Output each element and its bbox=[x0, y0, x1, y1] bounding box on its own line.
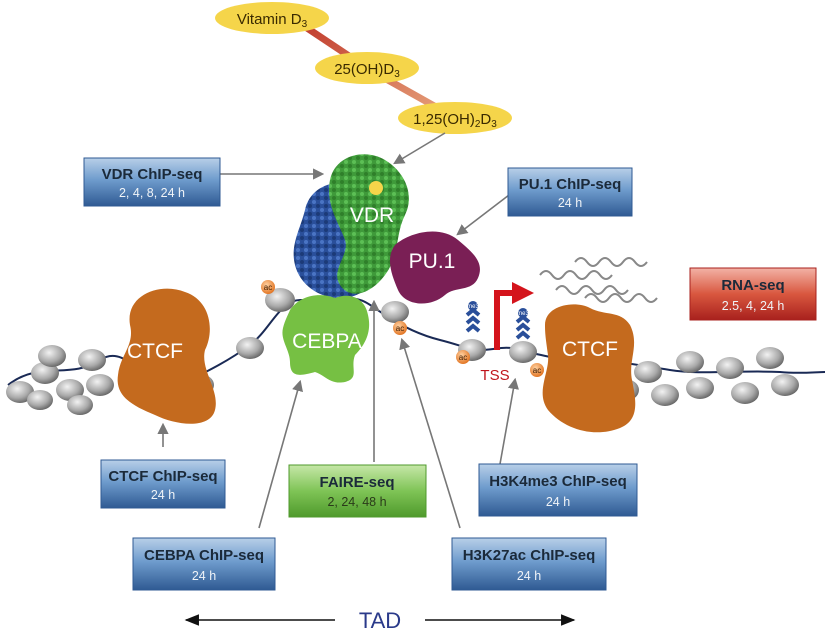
svg-text:1,25(OH)2D3: 1,25(OH)2D3 bbox=[413, 111, 497, 130]
h3k4me3-chip-box: H3K4me3 ChIP-seq 24 h bbox=[478, 463, 638, 517]
vitamin-d3-label: Vitamin D bbox=[237, 11, 302, 28]
ctcf-chip-box: CTCF ChIP-seq 24 h bbox=[100, 459, 226, 509]
faire-seq-timepoints: 2, 24, 48 h bbox=[327, 495, 386, 509]
h3k4me3-chip-timepoints: 24 h bbox=[546, 495, 570, 509]
ligand-dot bbox=[369, 181, 383, 195]
vdr-chip-box: VDR ChIP-seq 2, 4, 8, 24 h bbox=[83, 157, 221, 207]
calcitriol-pill: 1,25(OH)2D3 bbox=[398, 102, 512, 134]
vdr-label: VDR bbox=[350, 204, 394, 227]
h3k4me3-chip-title: H3K4me3 ChIP-seq bbox=[489, 473, 627, 490]
faire-seq-title: FAIRE-seq bbox=[319, 474, 394, 491]
svg-text:25(OH)D3: 25(OH)D3 bbox=[334, 61, 400, 80]
arrow-calcitriol bbox=[393, 132, 446, 165]
calcitriol-mid-subscript: 2 bbox=[475, 119, 481, 130]
cebpa-chip-timepoints: 24 h bbox=[192, 569, 216, 583]
hydroxy-25-label: 25(OH)D bbox=[334, 61, 394, 78]
ctcf-left-label: CTCF bbox=[127, 340, 183, 363]
me3-label: me3 bbox=[517, 311, 529, 317]
ac-label: ac bbox=[264, 283, 272, 292]
rna-seq-box: RNA-seq 2.5, 4, 24 h bbox=[689, 267, 817, 321]
tad-label: TAD bbox=[359, 608, 401, 633]
pointer-arrows bbox=[157, 132, 519, 529]
vitamin-d3-subscript: 3 bbox=[302, 19, 308, 30]
ctcf-right-label: CTCF bbox=[562, 338, 618, 361]
nucleosome-cluster-left bbox=[6, 345, 114, 415]
ctcf-left-protein: CTCF bbox=[117, 288, 216, 424]
acetylation-mark: ac bbox=[456, 350, 470, 364]
ac-label: ac bbox=[396, 324, 404, 333]
trimethylation-mark: me3 bbox=[515, 308, 531, 340]
vitamin-chain: Vitamin D3 25(OH)D3 1,25(OH)2D3 bbox=[215, 2, 512, 134]
arrow-h3k4me3-chip bbox=[499, 377, 519, 465]
nucleosome bbox=[381, 301, 409, 323]
acetylation-mark: ac bbox=[393, 321, 407, 335]
arrow-pu1-chip bbox=[456, 191, 514, 236]
faire-seq-box: FAIRE-seq 2, 24, 48 h bbox=[288, 464, 427, 518]
protein-complex: VDR PU.1 CEBPA bbox=[282, 154, 480, 383]
pu1-chip-timepoints: 24 h bbox=[558, 196, 582, 210]
nucleosome bbox=[265, 288, 295, 312]
tss-arrow: TSS bbox=[480, 282, 534, 384]
rna-transcripts bbox=[539, 257, 658, 303]
vdr-protein bbox=[328, 154, 409, 294]
acetylation-mark: ac bbox=[261, 280, 275, 294]
arrow-cebpa-chip bbox=[258, 379, 303, 529]
acetylation-mark: ac bbox=[530, 363, 544, 377]
pu1-chip-title: PU.1 ChIP-seq bbox=[519, 176, 622, 193]
nucleosome bbox=[509, 341, 537, 363]
calcitriol-label: 1,25(OH) bbox=[413, 111, 475, 128]
vdr-chip-timepoints: 2, 4, 8, 24 h bbox=[119, 186, 185, 200]
me3-label: me3 bbox=[467, 304, 479, 310]
tss-label: TSS bbox=[480, 367, 509, 384]
cebpa-chip-box: CEBPA ChIP-seq 24 h bbox=[132, 537, 276, 591]
ctcf-chip-title: CTCF ChIP-seq bbox=[108, 468, 217, 485]
arrow-h3k27ac-chip bbox=[399, 337, 461, 529]
ctcf-chip-timepoints: 24 h bbox=[151, 488, 175, 502]
rna-seq-title: RNA-seq bbox=[721, 277, 784, 294]
h3k27ac-chip-box: H3K27ac ChIP-seq 24 h bbox=[451, 537, 607, 591]
pu1-protein bbox=[389, 231, 480, 304]
ac-label: ac bbox=[533, 366, 541, 375]
vdr-chip-title: VDR ChIP-seq bbox=[102, 166, 203, 183]
hydroxy-25-subscript: 3 bbox=[394, 69, 400, 80]
rna-seq-timepoints: 2.5, 4, 24 h bbox=[722, 299, 785, 313]
ctcf-right-protein: CTCF bbox=[542, 304, 636, 433]
pu1-label: PU.1 bbox=[409, 250, 456, 273]
nucleosome bbox=[236, 337, 264, 359]
vitamin-d3-pill: Vitamin D3 bbox=[215, 2, 329, 34]
hydroxy-25-pill: 25(OH)D3 bbox=[315, 52, 419, 84]
trimethylation-mark: me3 bbox=[465, 301, 481, 333]
pu1-chip-box: PU.1 ChIP-seq 24 h bbox=[507, 167, 633, 217]
calcitriol-subscript: 3 bbox=[491, 119, 497, 130]
h3k27ac-chip-title: H3K27ac ChIP-seq bbox=[463, 547, 596, 564]
calcitriol-tail: D bbox=[480, 111, 491, 128]
svg-text:Vitamin D3: Vitamin D3 bbox=[237, 11, 308, 30]
ac-label: ac bbox=[459, 353, 467, 362]
cebpa-protein bbox=[282, 295, 370, 383]
h3k27ac-chip-timepoints: 24 h bbox=[517, 569, 541, 583]
nucleosome-cluster-right bbox=[611, 347, 799, 406]
cebpa-chip-title: CEBPA ChIP-seq bbox=[144, 547, 264, 564]
tad-span: TAD bbox=[184, 608, 576, 633]
cebpa-label: CEBPA bbox=[292, 330, 362, 353]
